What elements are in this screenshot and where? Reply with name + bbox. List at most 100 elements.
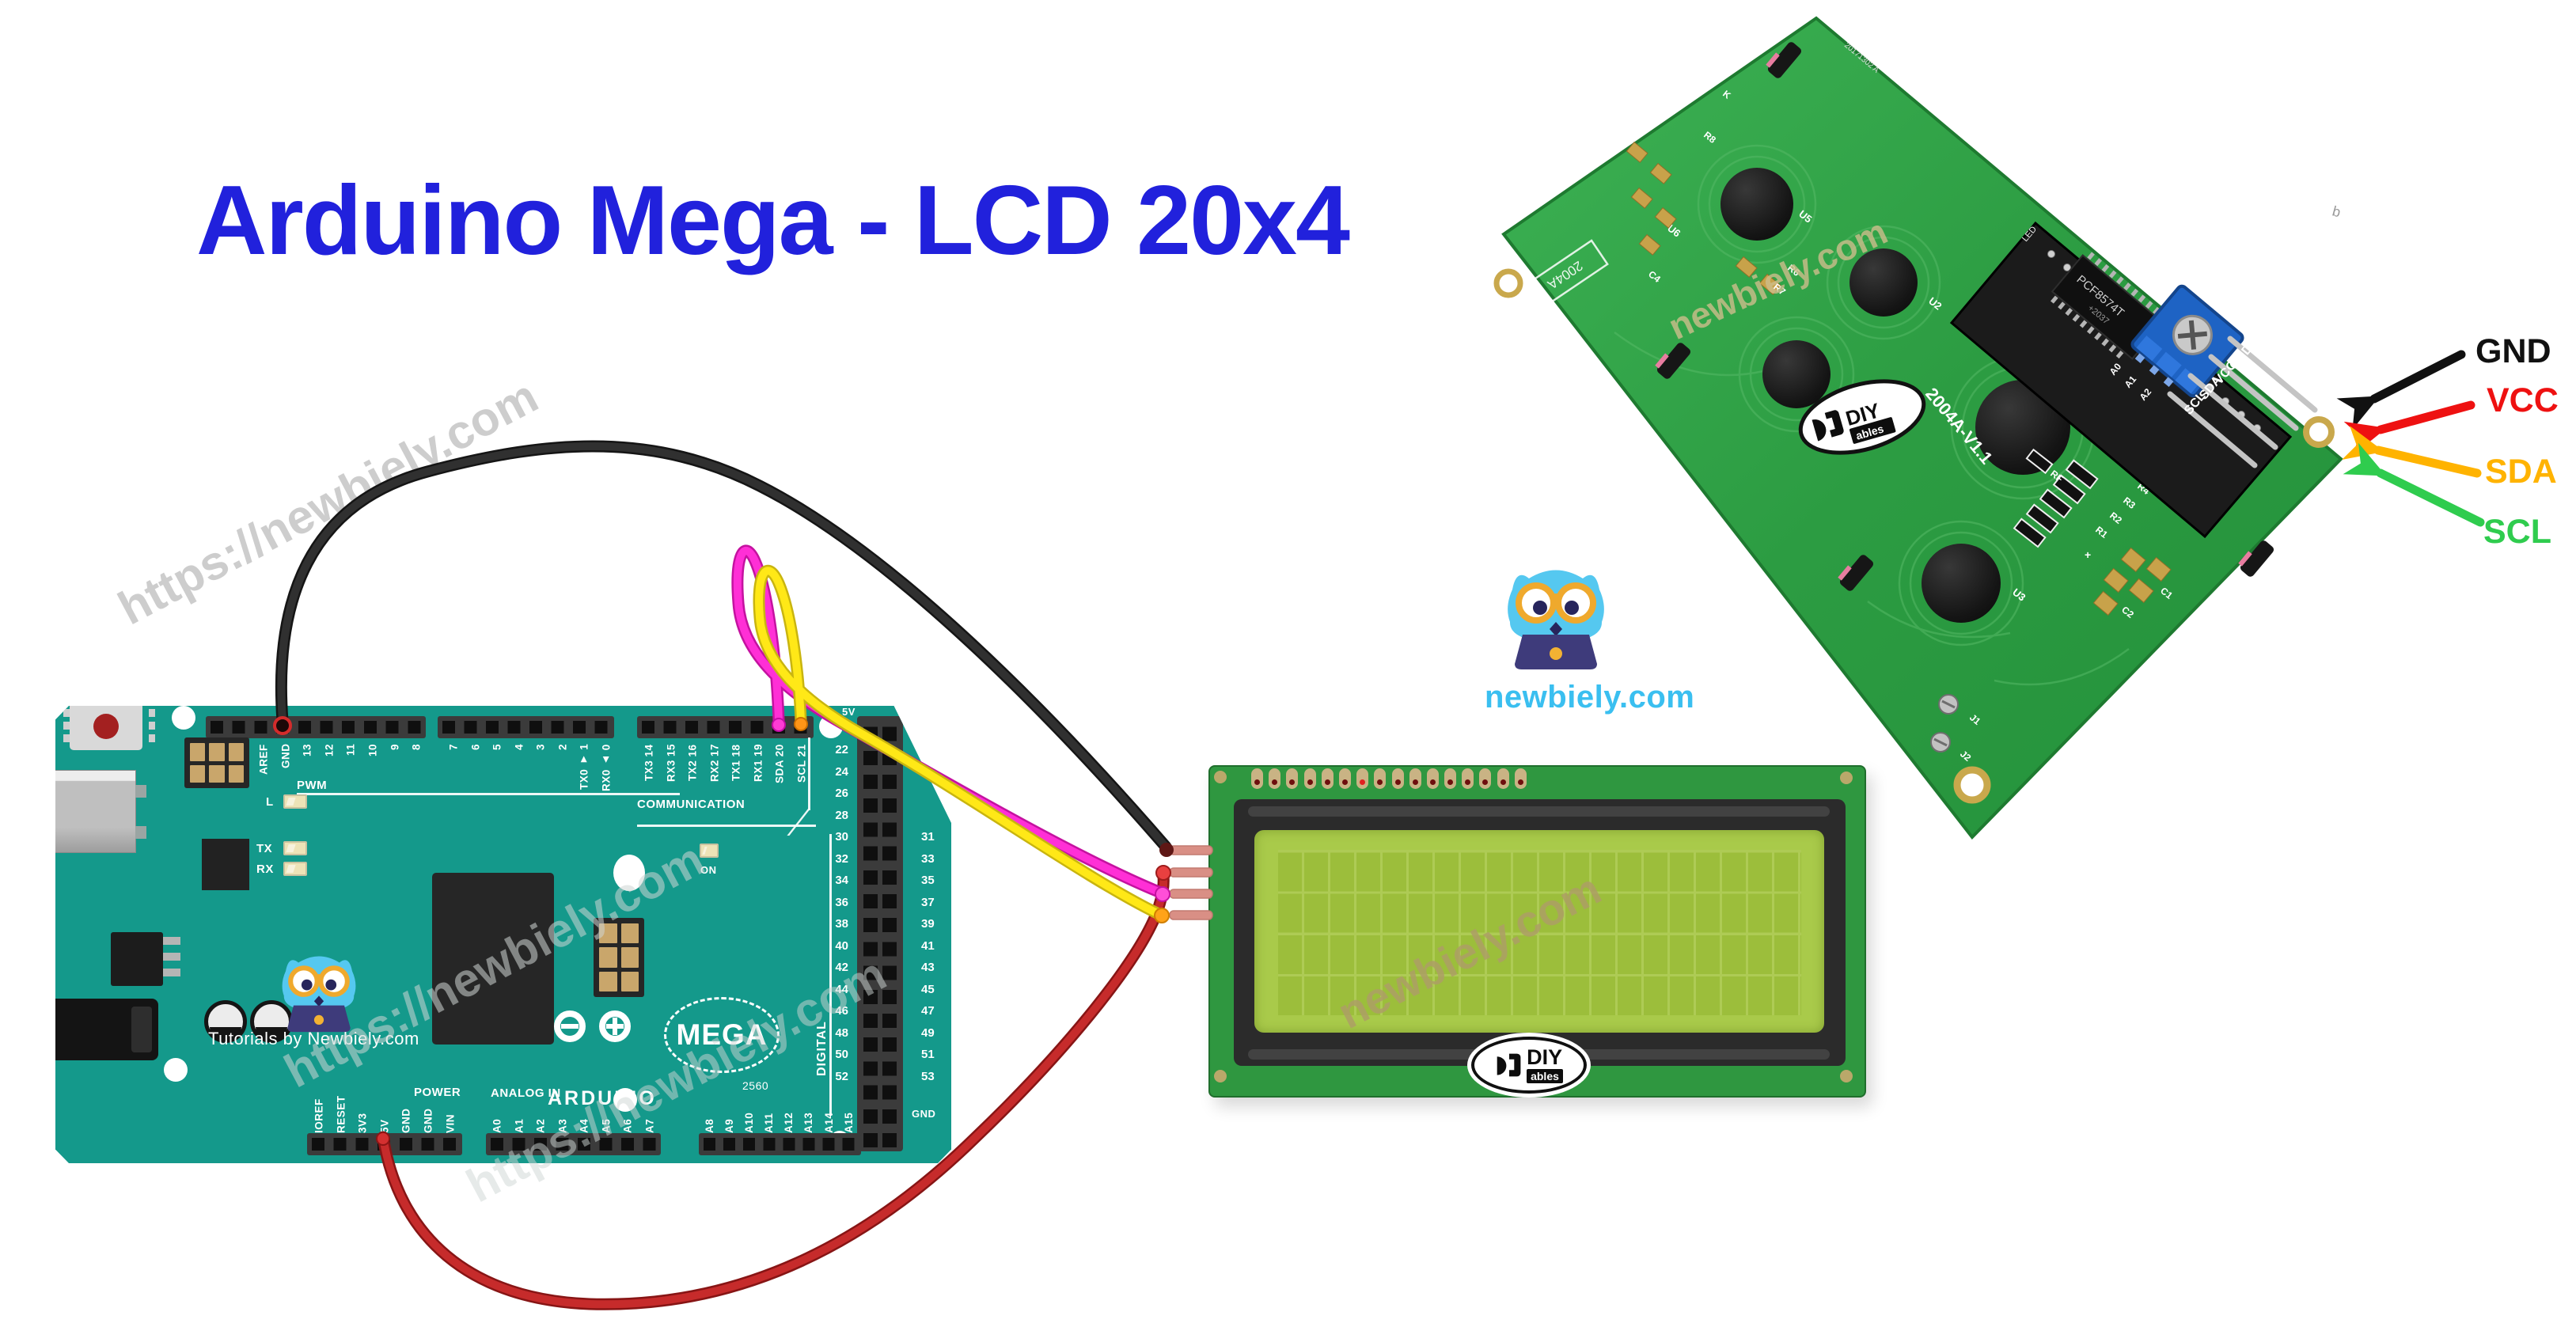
gnd-connection-label: GND xyxy=(2475,332,2551,370)
mounting-hole xyxy=(1214,1070,1227,1082)
header-top-comm xyxy=(637,716,814,738)
module-led-label: LED xyxy=(2020,225,2039,244)
communication-line xyxy=(637,825,816,827)
icsp-header-1 xyxy=(184,737,249,788)
diyables-logo: DIY ables xyxy=(1471,1037,1587,1094)
newbiely-logo-text: newbiely.com xyxy=(1485,680,1695,715)
mounting-hole xyxy=(1840,1070,1853,1082)
reset-button[interactable] xyxy=(63,706,142,750)
led-tx xyxy=(283,841,307,855)
usb-interface-chip xyxy=(202,839,249,890)
ref-k: K xyxy=(1720,88,1733,101)
ref-c1: C1 xyxy=(2158,585,2175,601)
communication-label: COMMUNICATION xyxy=(637,798,745,811)
arduino-logo-plus xyxy=(599,1010,631,1042)
led-l xyxy=(283,794,307,809)
sda-connection-label: SDA xyxy=(2485,453,2557,491)
mounting-hole xyxy=(819,715,843,738)
svg-text:+2037: +2037 xyxy=(2086,303,2111,326)
header-power xyxy=(307,1133,462,1155)
ref-j1: J1 xyxy=(1967,712,1982,728)
contrast-trimmer xyxy=(2130,284,2244,398)
svg-text:PCF8574T: PCF8574T xyxy=(2074,273,2127,320)
ref-u6: U6 xyxy=(1665,222,1683,240)
mounting-hole xyxy=(1214,771,1227,783)
cob-blob-u2 xyxy=(1849,248,1918,317)
digital-double-header xyxy=(857,716,903,1151)
mounting-hole xyxy=(164,1058,188,1082)
led-rx-label: RX xyxy=(256,863,274,876)
lcd-pin-pads xyxy=(1251,768,1532,789)
pwm-line xyxy=(297,793,680,795)
mega-model: 2560 xyxy=(742,1079,769,1092)
mounting-hole xyxy=(1953,766,1991,804)
usb-connector xyxy=(55,770,146,853)
ref-r7: R7 xyxy=(1771,281,1788,298)
cob-blob-u4 xyxy=(1762,340,1831,408)
led-on xyxy=(700,844,719,858)
diyables-logo-back: DIY ables xyxy=(1798,379,1926,455)
ref-c4: C4 xyxy=(1646,268,1663,285)
svg-text:2004A: 2004A xyxy=(1544,258,1585,293)
ref-r4: R4 xyxy=(2135,480,2152,497)
pwm-label: PWM xyxy=(297,779,328,792)
svg-text:SCL: SCL xyxy=(2182,389,2209,418)
power-jack xyxy=(55,999,158,1060)
ref-j2: J2 xyxy=(1958,749,1973,764)
cob-blob-u3 xyxy=(1922,544,2001,623)
newbiely-logo: newbiely.com xyxy=(1485,554,1695,715)
ref-rf: RF xyxy=(2048,468,2065,484)
cob-blob-u1 xyxy=(1975,380,2070,475)
ref-r2: R2 xyxy=(2107,510,2124,526)
silkscreen-line xyxy=(808,737,810,810)
photo-artifact: b xyxy=(2331,203,2343,221)
svg-text:SDA: SDA xyxy=(2197,373,2225,402)
arrow-gnd xyxy=(2336,350,2466,430)
5v-label: 5V xyxy=(842,706,856,718)
mounting-hole xyxy=(172,706,195,730)
serial-text: 20171302 A xyxy=(1842,41,1880,75)
cob-blob-u5 xyxy=(1720,168,1793,241)
ref-r6: R6 xyxy=(1785,262,1802,279)
watermark: newbiely.com xyxy=(1662,210,1893,347)
lcd-character-grid xyxy=(1278,850,1801,1015)
gnd-label-bottom: GND xyxy=(912,1108,936,1120)
screw-j1 xyxy=(1938,694,1959,715)
svg-text:GND: GND xyxy=(2227,342,2255,372)
mounting-hole xyxy=(2303,416,2335,448)
header-top-mid xyxy=(438,716,614,738)
arrow-scl xyxy=(2343,442,2485,527)
model-2004a-tag: 2004A xyxy=(1522,239,1609,312)
arduino-logo-minus xyxy=(554,1010,586,1042)
capacitor xyxy=(250,1000,293,1043)
svg-text:VCC: VCC xyxy=(2212,358,2240,387)
diyables-icon xyxy=(1497,1053,1521,1077)
i2c-backpack-module: LED PCF8574T +2037 xyxy=(1949,221,2318,539)
ref-c2: C2 xyxy=(2119,604,2136,620)
svg-text:A2: A2 xyxy=(2138,386,2154,403)
screw-j2 xyxy=(1930,732,1951,753)
ref-r5: R5 xyxy=(2149,464,2165,481)
ref-r3: R3 xyxy=(2121,495,2138,511)
svg-text:A0: A0 xyxy=(2107,361,2124,377)
led-rx xyxy=(283,862,307,876)
voltage-regulator xyxy=(111,932,180,986)
ref-r8: R8 xyxy=(1702,129,1718,146)
mounting-hole xyxy=(1493,268,1523,298)
ref-u2: U2 xyxy=(1926,295,1944,313)
pcf8574t-chip: PCF8574T +2037 xyxy=(2051,252,2164,362)
arrow-sda xyxy=(2342,426,2482,478)
i2c-pin-labels: GND VCC SDA SCL xyxy=(2182,342,2255,417)
address-jumper-labels: A0 A1 A2 xyxy=(2107,361,2154,403)
led-l-label: L xyxy=(266,795,274,809)
ref-u3: U3 xyxy=(2010,586,2028,604)
svg-text:A1: A1 xyxy=(2123,373,2139,390)
mounting-hole xyxy=(1840,772,1853,784)
ref-u4: U4 xyxy=(1834,411,1853,429)
svg-text:DIY: DIY xyxy=(1843,398,1883,430)
capacitor xyxy=(204,1000,247,1043)
vcc-connection-label: VCC xyxy=(2487,381,2559,419)
